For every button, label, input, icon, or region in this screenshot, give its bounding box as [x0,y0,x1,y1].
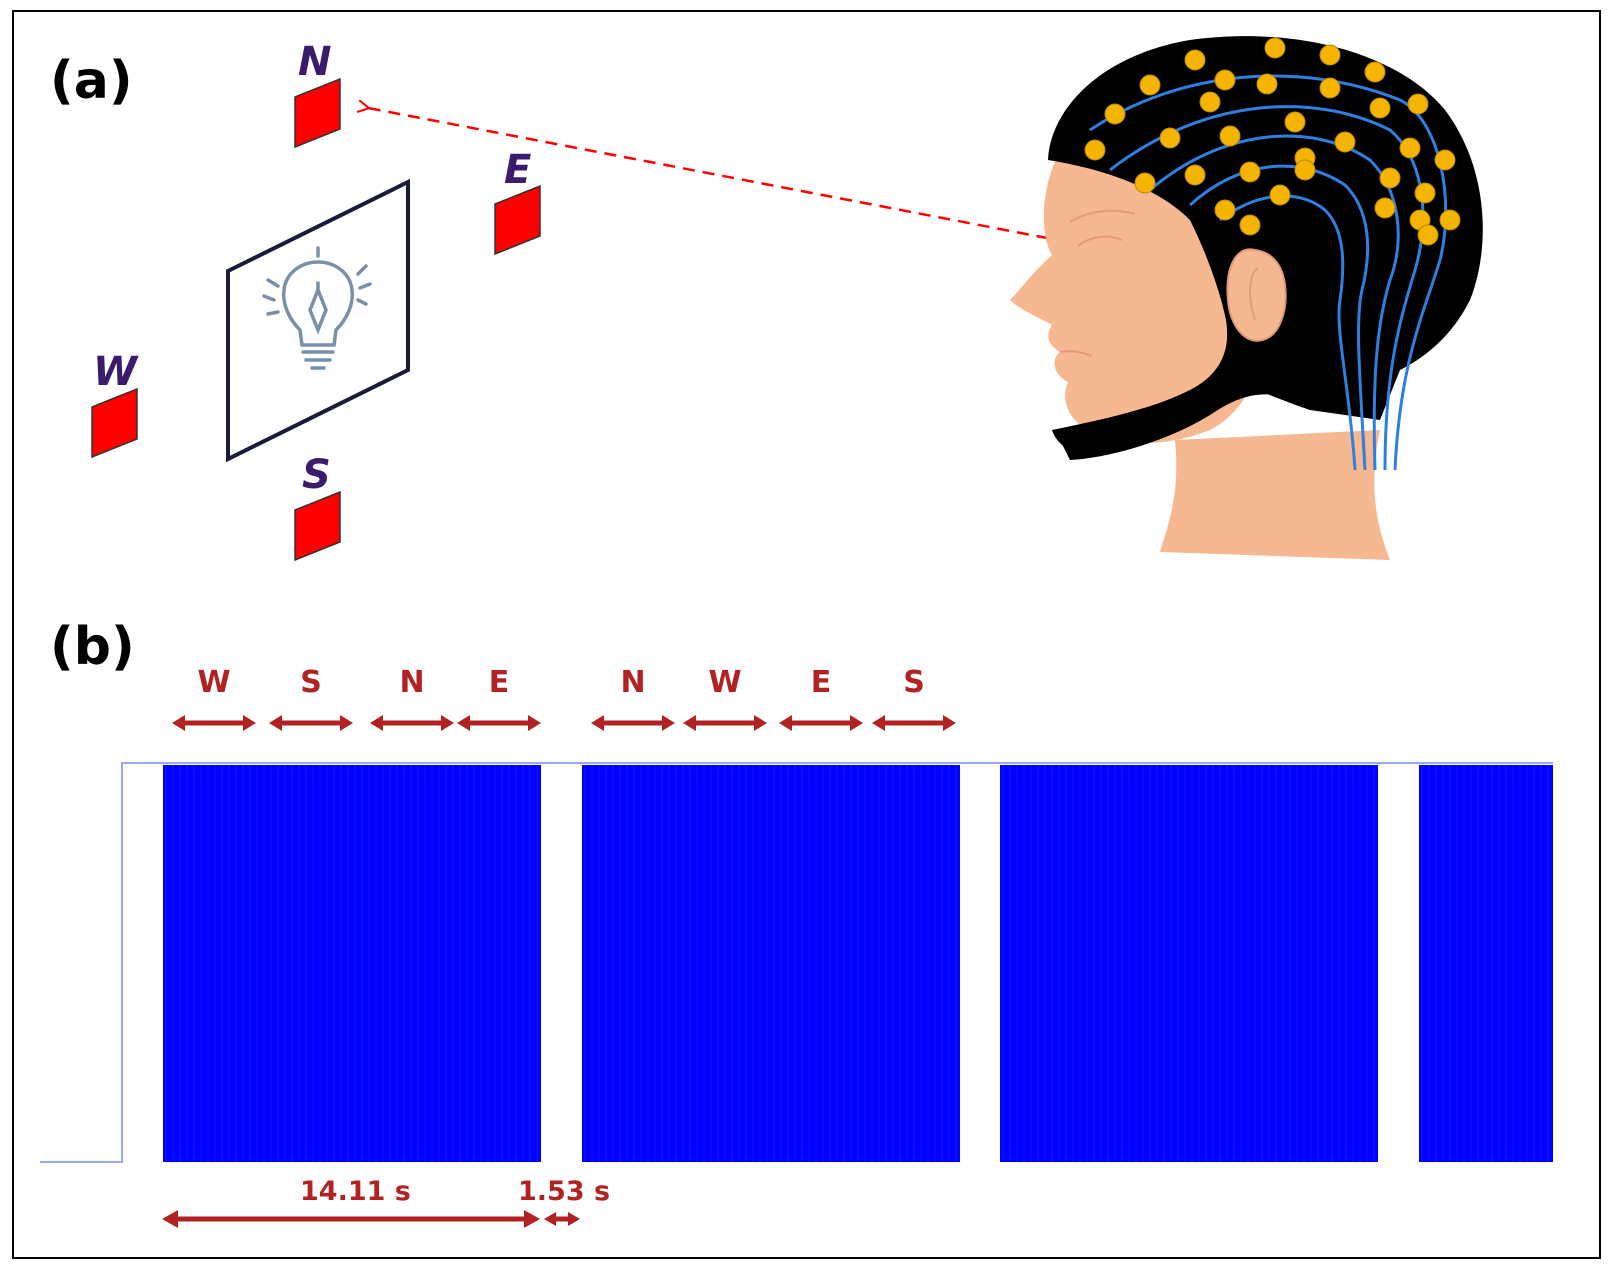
south-label: S [302,452,331,498]
sequence-label-1: W [197,665,230,700]
signal-block-3 [1000,765,1378,1162]
rest-duration-arrow [544,1212,580,1226]
sequence-label-3: N [399,665,424,700]
sequence-arrows [172,715,956,731]
sequence-arrow-5 [591,715,675,731]
west-label: W [93,349,139,395]
signal-block-4 [1419,765,1553,1162]
sequence-arrow-6 [683,715,767,731]
target-west [91,387,138,459]
signal-block-2 [582,765,960,1162]
sequence-label-5: N [620,665,645,700]
sequence-arrow-1 [172,715,256,731]
sequence-label-2: S [300,665,322,700]
signal-blocks [163,765,1553,1162]
sequence-arrow-7 [779,715,863,731]
target-south [294,490,341,562]
sequence-arrow-4 [457,715,541,731]
signal-trace [40,762,1553,1163]
trial-duration-arrow [162,1210,540,1228]
signal-block-1 [163,765,541,1162]
sequence-label-7: E [811,665,832,700]
east-label: E [504,147,531,193]
eeg-headset-icon [1010,36,1483,560]
sequence-arrow-8 [872,715,956,731]
north-label: N [298,39,331,85]
target-east [494,184,541,256]
target-north [294,77,341,149]
rest-duration-label: 1.53 s [518,1176,610,1207]
light-bulb-icon [262,246,372,370]
panel-b-label: (b) [50,617,135,677]
sequence-arrow-3 [370,715,454,731]
stimulus-screen [226,178,410,463]
sequence-label-6: W [708,665,741,700]
sequence-label-8: S [903,665,925,700]
sequence-label-4: E [489,665,510,700]
trial-duration-label: 14.11 s [300,1176,411,1207]
gaze-arrow [368,108,1069,244]
sequence-arrow-2 [269,715,353,731]
panel-a-label: (a) [50,51,133,111]
figure-frame [12,10,1601,1259]
